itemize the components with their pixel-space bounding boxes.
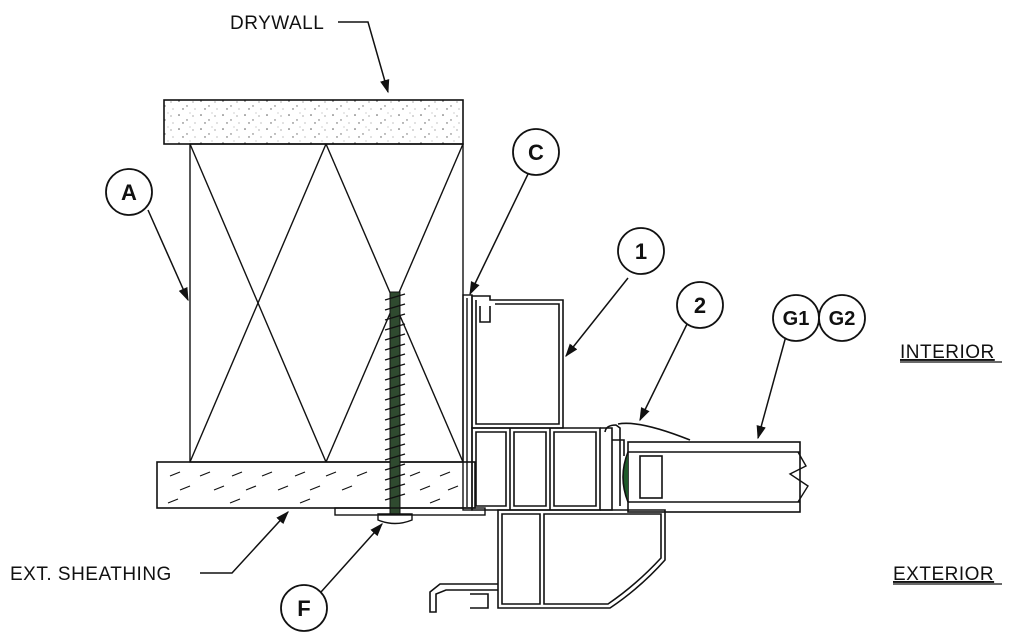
- callout-2: 2: [676, 281, 724, 329]
- wood-stud: [189, 143, 464, 463]
- exterior-sheathing: [156, 461, 476, 509]
- exterior-label: EXTERIOR: [893, 564, 994, 585]
- callout-a: A: [105, 168, 153, 216]
- callout-g1-text: G1: [783, 308, 810, 330]
- callout-g2-text: G2: [829, 308, 856, 330]
- interior-label: INTERIOR: [900, 342, 995, 363]
- leader-lines: [147, 21, 787, 593]
- callout-f-text: F: [297, 596, 310, 621]
- callout-g1: G1: [772, 294, 820, 342]
- ext-sheathing-label: EXT. SHEATHING: [10, 564, 172, 585]
- shim-c: [462, 294, 473, 511]
- drywall-layer: [163, 99, 464, 145]
- callout-1: 1: [617, 227, 665, 275]
- callout-c: C: [512, 128, 560, 176]
- callout-a-text: A: [121, 180, 137, 205]
- callout-2-text: 2: [694, 293, 706, 318]
- callout-f: F: [280, 584, 328, 632]
- callout-c-text: C: [528, 140, 544, 165]
- fastener-screw: [377, 291, 413, 525]
- nailing-fin: [334, 507, 486, 516]
- callout-1-text: 1: [635, 239, 647, 264]
- insulated-glass-unit: [622, 441, 809, 513]
- drywall-label: DRYWALL: [230, 13, 324, 34]
- window-frame-profile: [429, 295, 691, 613]
- callout-g2: G2: [818, 294, 866, 342]
